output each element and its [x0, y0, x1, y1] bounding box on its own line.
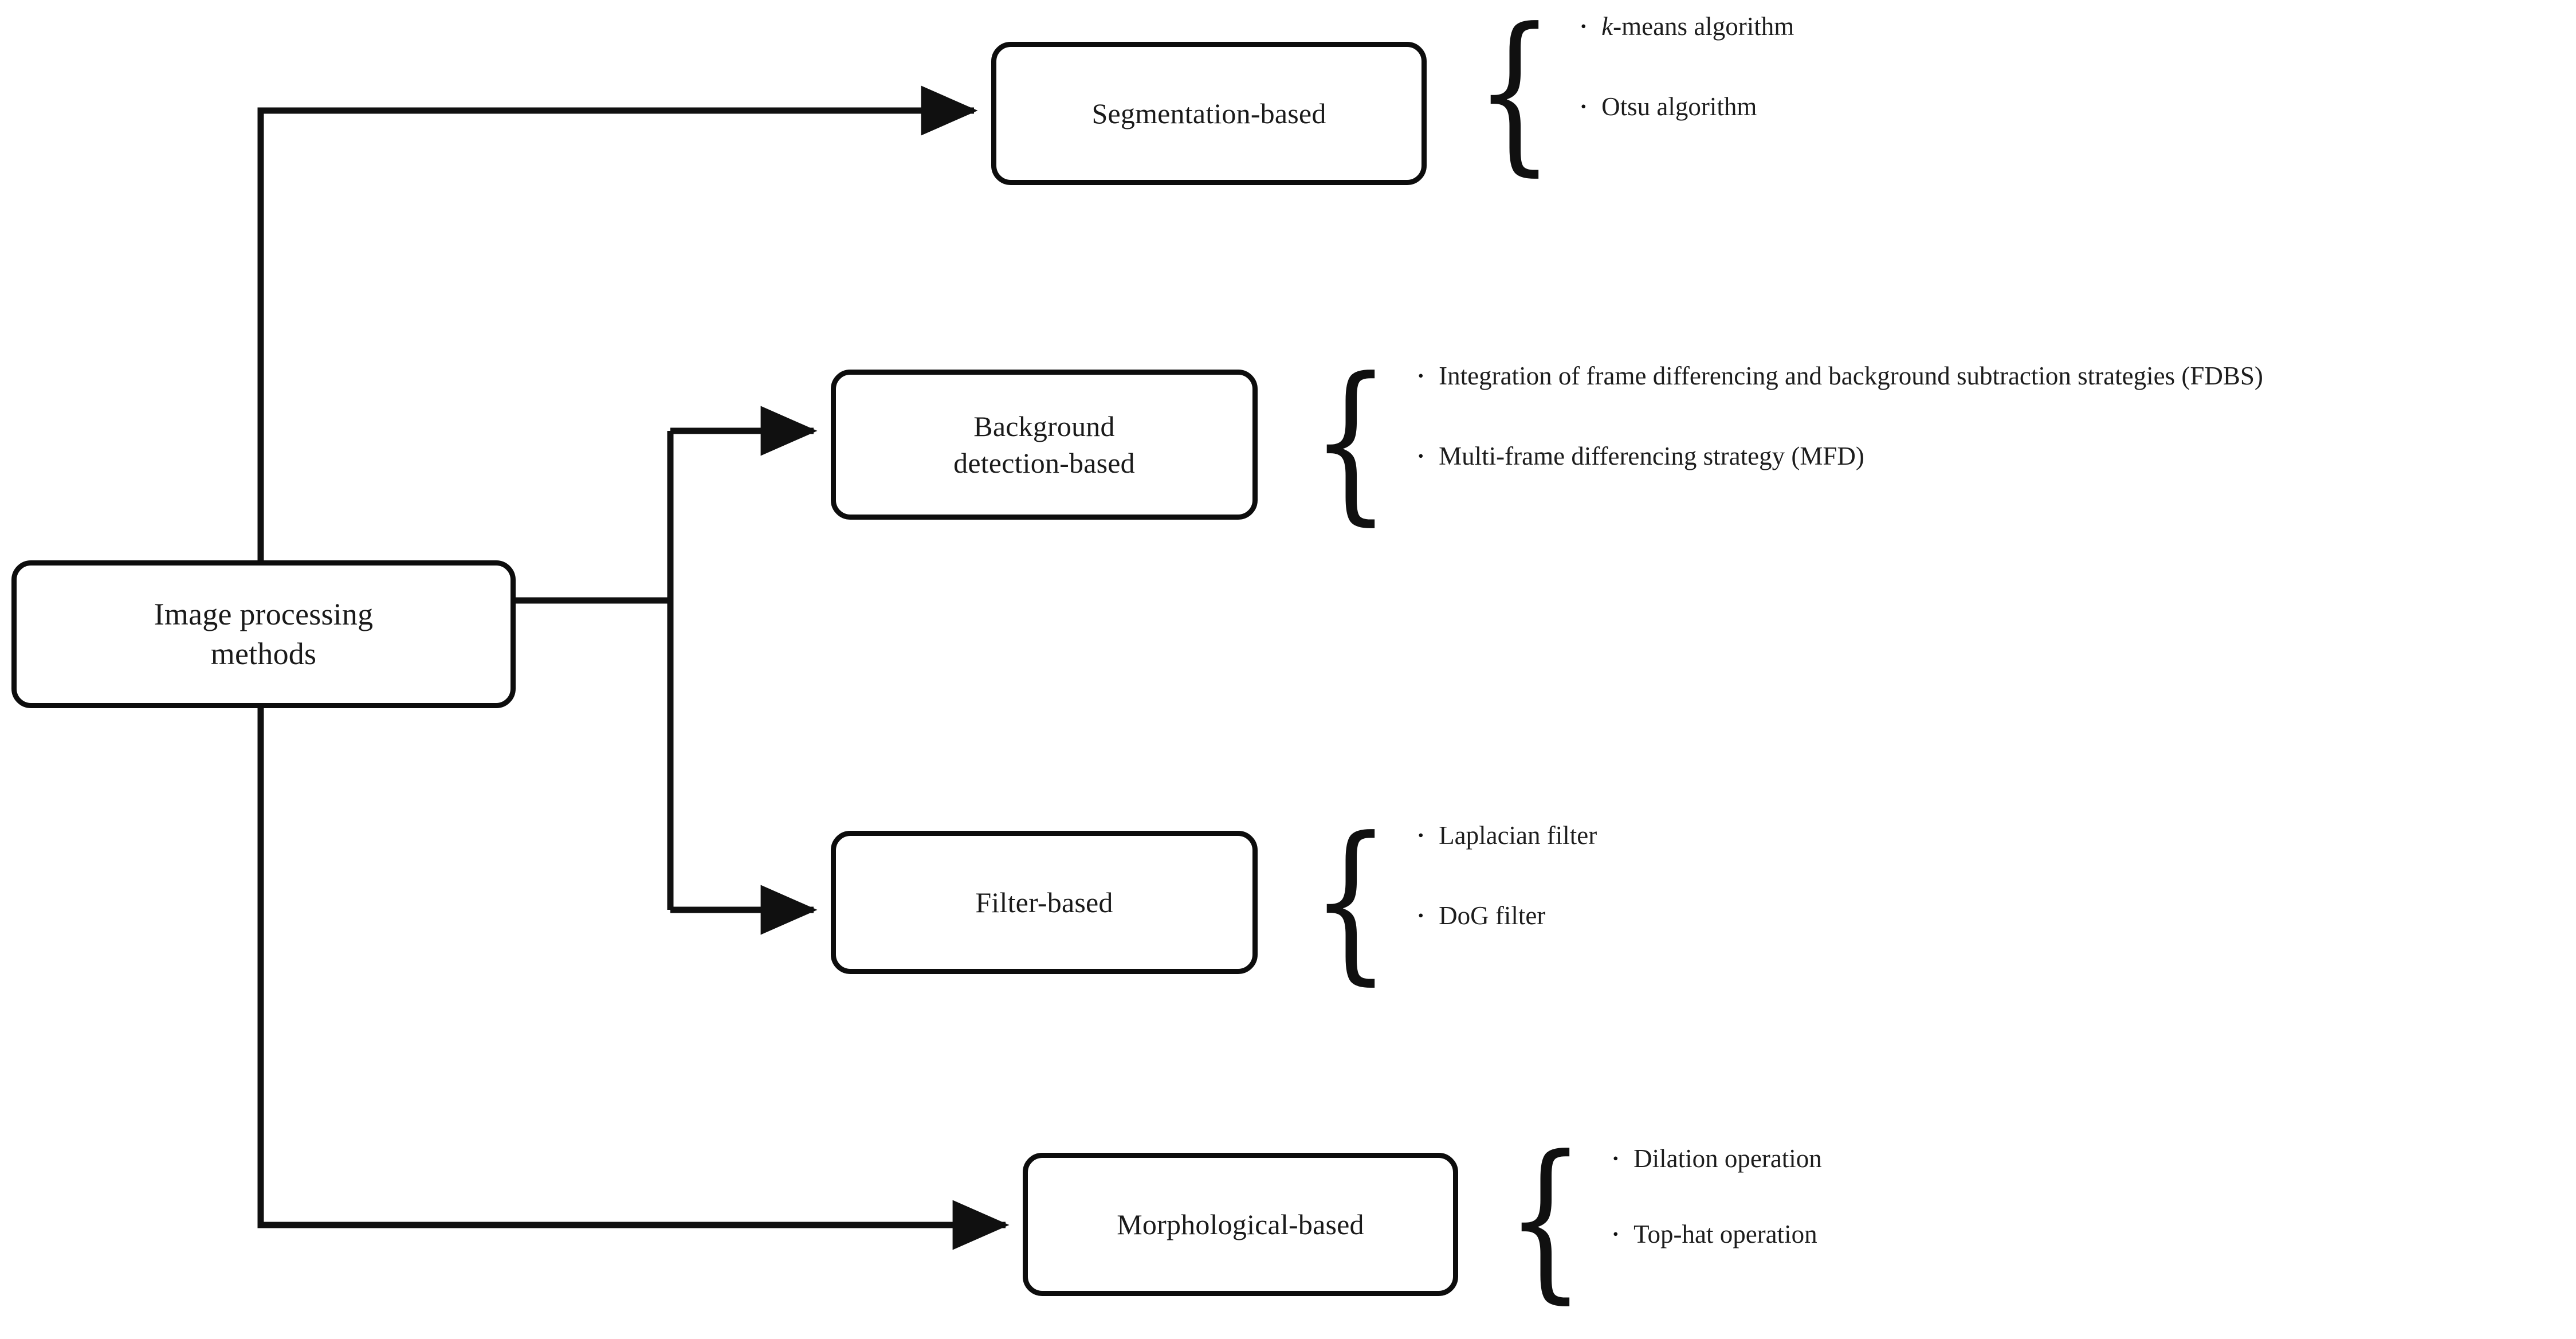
curly-brace-icon: {	[1475, 0, 1554, 191]
bullet-rest: DoG filter	[1439, 901, 1546, 930]
curly-brace-icon: {	[1311, 800, 1391, 1000]
node-morphological-based[interactable]: Morphological-based	[1023, 1153, 1458, 1296]
node-label-morphological: Morphological-based	[1117, 1208, 1364, 1240]
bullet-label: Top-hat operation	[1633, 1219, 1817, 1249]
bullet-rest: Otsu algorithm	[1601, 92, 1757, 121]
bullet-prefix-italic: k	[1601, 12, 1613, 41]
bullet-label: Laplacian filter	[1439, 820, 1597, 850]
node-segmentation-based[interactable]: Segmentation-based	[991, 42, 1427, 185]
bullet-list-background: • Integration of frame differencing and …	[1418, 361, 2263, 521]
bullet-label: Dilation operation	[1633, 1144, 1822, 1173]
bullet-label: Multi-frame differencing strategy (MFD)	[1439, 441, 1864, 471]
list-item: • Otsu algorithm	[1581, 92, 1794, 172]
bullet-dot-icon: •	[1417, 906, 1424, 925]
bullet-dot-icon: •	[1417, 367, 1424, 385]
brace-group-segmentation: { • k-means algorithm • Otsu algorithm	[1460, 0, 1794, 191]
list-item: • DoG filter	[1418, 901, 1597, 981]
list-item: • Laplacian filter	[1418, 820, 1597, 901]
node-label-root: Image processing methods	[154, 596, 374, 671]
bullet-rest: Integration of frame differencing and ba…	[1439, 362, 2263, 390]
bullet-dot-icon: •	[1580, 97, 1587, 116]
node-filter-based[interactable]: Filter-based	[831, 831, 1258, 974]
list-item: • k-means algorithm	[1581, 11, 1794, 92]
list-item: • Dilation operation	[1613, 1144, 1822, 1219]
bullet-dot-icon: •	[1417, 447, 1424, 465]
bullet-label: k-means algorithm	[1601, 11, 1794, 41]
list-item: • Integration of frame differencing and …	[1418, 361, 2263, 441]
brace-group-filter: { • Laplacian filter • DoG filter	[1296, 800, 1597, 1000]
bullet-rest: Dilation operation	[1633, 1144, 1822, 1173]
node-background-detection-based[interactable]: Background detection-based	[831, 370, 1258, 520]
brace-group-morphological: { • Dilation operation • Top-hat operati…	[1491, 1119, 1822, 1319]
bullet-label: DoG filter	[1439, 901, 1545, 930]
brace-group-background: { • Integration of frame differencing an…	[1296, 341, 2263, 541]
curly-brace-icon: {	[1506, 1119, 1585, 1319]
bullet-dot-icon: •	[1612, 1225, 1619, 1243]
bullet-dot-icon: •	[1417, 826, 1424, 845]
bullet-label: Otsu algorithm	[1601, 92, 1757, 121]
node-label-background: Background detection-based	[953, 410, 1135, 479]
bullet-rest: -means algorithm	[1613, 12, 1794, 41]
bullet-rest: Laplacian filter	[1439, 821, 1597, 850]
bullet-list-filter: • Laplacian filter • DoG filter	[1418, 820, 1597, 981]
curly-brace-icon: {	[1311, 341, 1391, 541]
bullet-label: Integration of frame differencing and ba…	[1439, 361, 2263, 391]
bullet-list-morphological: • Dilation operation • Top-hat operation	[1613, 1144, 1822, 1295]
node-label-filter: Filter-based	[975, 886, 1113, 918]
bullet-list-segmentation: • k-means algorithm • Otsu algorithm	[1581, 11, 1794, 172]
node-image-processing-methods[interactable]: Image processing methods	[11, 560, 516, 708]
bullet-dot-icon: •	[1580, 17, 1587, 36]
list-item: • Top-hat operation	[1613, 1219, 1822, 1295]
bullet-dot-icon: •	[1612, 1149, 1619, 1168]
trunk-left-upper	[257, 85, 978, 619]
list-item: • Multi-frame differencing strategy (MFD…	[1418, 441, 2263, 521]
bullet-rest: Top-hat operation	[1633, 1220, 1817, 1248]
trunk-left-lower	[257, 647, 1010, 1250]
bullet-rest: Multi-frame differencing strategy (MFD)	[1439, 442, 1864, 470]
node-label-segmentation: Segmentation-based	[1091, 97, 1326, 129]
